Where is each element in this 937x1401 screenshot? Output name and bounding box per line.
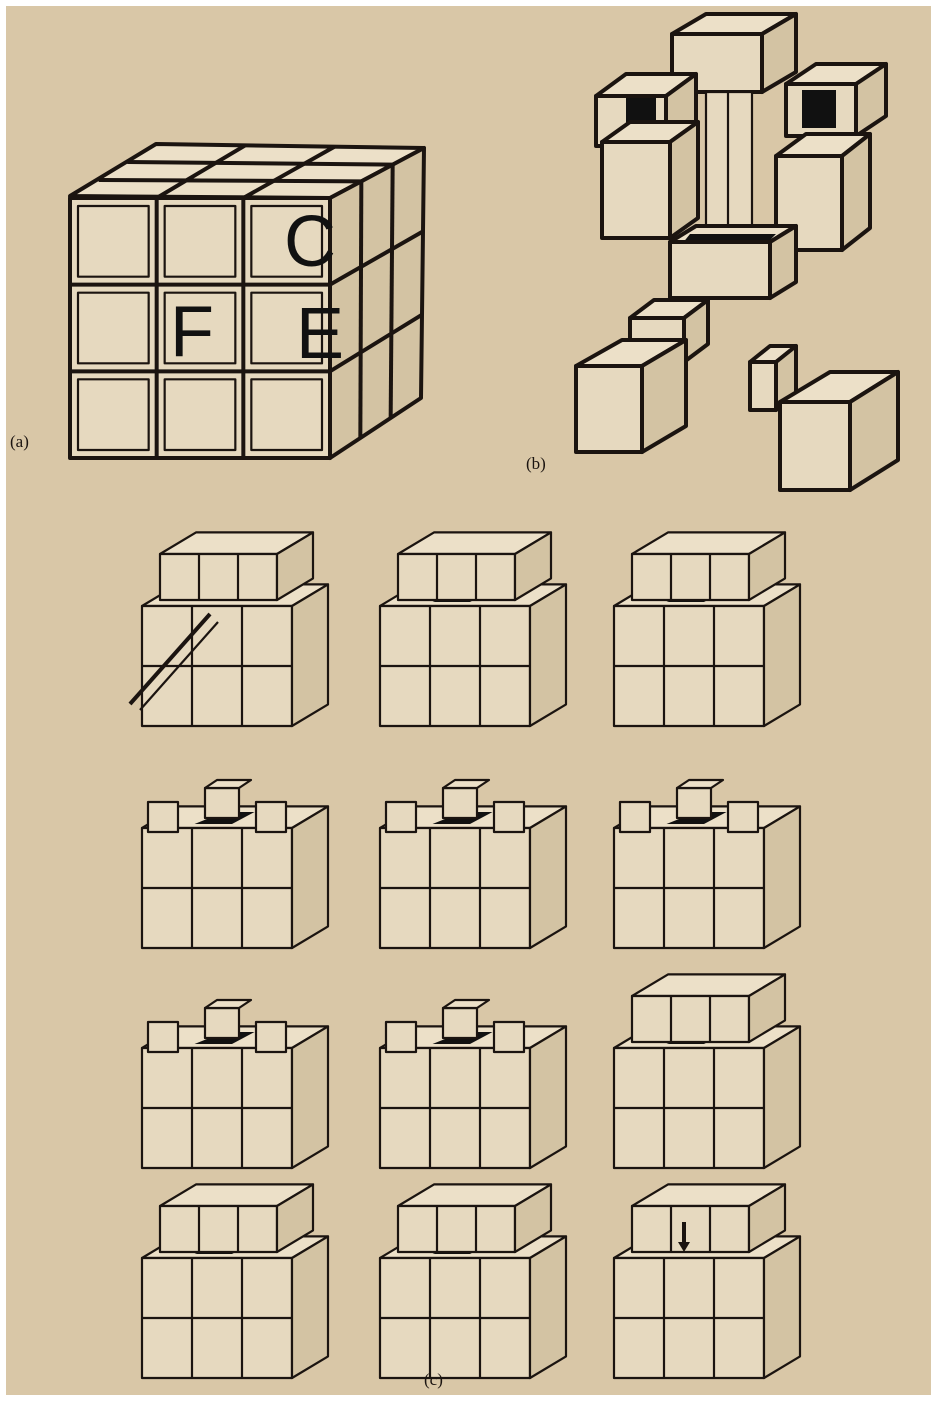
disassembly-step-10: [142, 1184, 328, 1378]
panel-c-steps: [130, 532, 800, 1378]
core-right-block: [786, 64, 886, 136]
disassembly-step-9: [614, 974, 800, 1168]
cube-side-face: [330, 148, 424, 458]
disassembly-step-5: [380, 780, 566, 948]
disassembly-step-11: [380, 1184, 566, 1378]
panel-label-c: (c): [424, 1370, 443, 1390]
disassembly-step-4: [142, 780, 328, 948]
disassembly-step-7: [142, 1000, 328, 1168]
side-grid-line: [360, 181, 361, 438]
piece-type-left: [576, 300, 708, 452]
core-front-left-block: [602, 122, 698, 238]
piece-type-right: [750, 346, 898, 490]
core-bottom-block: [670, 226, 796, 298]
face-letter-e: E: [296, 294, 344, 374]
disassembly-step-12: [614, 1184, 800, 1378]
disassembly-step-6: [614, 780, 800, 948]
figure-page: C F E: [6, 6, 931, 1395]
face-letter-c: C: [284, 202, 336, 282]
side-grid-line: [391, 165, 393, 418]
panel-label-b: (b): [526, 454, 546, 474]
disassembly-step-3: [614, 532, 800, 726]
panel-label-a: (a): [10, 432, 29, 452]
top-grid-line: [127, 162, 392, 165]
disassembly-step-2: [380, 532, 566, 726]
panel-a-cube: C F E: [70, 144, 424, 458]
face-letter-f: F: [170, 292, 214, 372]
figure-artwork: C F E: [6, 6, 931, 1395]
panel-b-exploded-core: [576, 14, 898, 490]
disassembly-step-1: [130, 532, 328, 726]
top-grid-line: [99, 180, 362, 181]
disassembly-step-8: [380, 1000, 566, 1168]
